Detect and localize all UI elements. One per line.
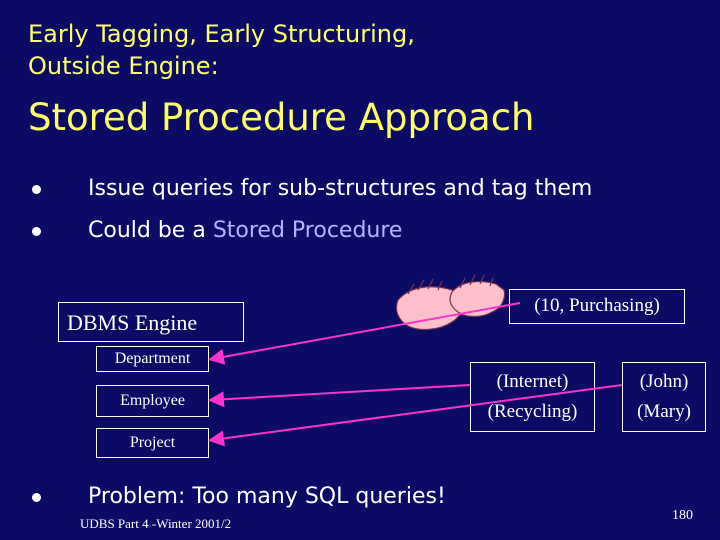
diagram-arrows xyxy=(208,302,623,447)
bullet-dot-icon xyxy=(32,227,41,236)
result-line: (Internet) xyxy=(496,371,569,392)
bullet-prefix: Could be a xyxy=(88,218,213,243)
bullet-text: Problem: Too many SQL queries! xyxy=(88,484,446,509)
result-john-mary: (John) (Mary) xyxy=(622,362,706,432)
bullet-dot-icon xyxy=(32,493,41,502)
arrow-to-department xyxy=(208,302,521,365)
bullet-dot-icon xyxy=(32,185,41,194)
slide-title: Stored Procedure Approach xyxy=(28,96,535,139)
result-line: (Mary) xyxy=(637,401,691,422)
bullet-highlight: Stored Procedure xyxy=(212,218,403,243)
result-purchasing: (10, Purchasing) xyxy=(509,289,685,324)
hands-icon xyxy=(395,274,506,331)
arrow-to-project xyxy=(208,384,623,447)
bullet-text: Issue queries for sub-structures and tag… xyxy=(88,176,593,201)
result-internet-recycling: (Internet) (Recycling) xyxy=(470,362,595,432)
bullet-text: Could be a Stored Procedure xyxy=(88,216,402,246)
arrow-to-employee xyxy=(208,384,471,408)
dbms-engine-label: DBMS Engine xyxy=(67,310,198,335)
dbms-engine-box: DBMS Engine xyxy=(58,302,244,342)
result-line: (John) xyxy=(639,371,689,392)
footer-text: UDBS Part 4 -Winter 2001/2 xyxy=(80,516,232,531)
page-number: 180 xyxy=(672,508,693,523)
slide-subtitle: Early Tagging, Early Structuring, Outsid… xyxy=(28,20,415,80)
result-line: (Recycling) xyxy=(487,401,578,422)
